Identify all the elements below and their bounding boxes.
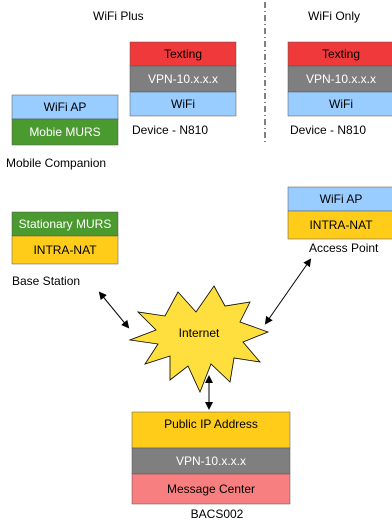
- texting-label-right: Texting: [322, 47, 360, 61]
- nat-label-access: INTRA-NAT: [309, 218, 373, 232]
- link-access-internet: [264, 258, 312, 325]
- mobile-companion: WiFi AP Mobie MURS Mobile Companion: [6, 94, 119, 170]
- starburst-shape: [128, 285, 270, 394]
- wifi-layer-right: [287, 91, 392, 117]
- vpn-label-right: VPN-10.x.x.x: [306, 72, 376, 86]
- server-bacs002: Public IP Address VPN-10.x.x.x Message C…: [131, 411, 291, 521]
- wifi-layer-left: [129, 91, 237, 117]
- wifi-label-right: WiFi: [329, 97, 353, 111]
- message-center-layer: [131, 473, 291, 505]
- base-station-caption: Base Station: [12, 274, 80, 288]
- nat-layer-base: [11, 235, 119, 265]
- texting-layer-right: [287, 41, 392, 67]
- wifi-ap-label-mobile: WiFi AP: [44, 100, 87, 114]
- header-wifi-only: WiFi Only: [308, 9, 360, 23]
- device-caption-left: Device - N810: [132, 123, 208, 137]
- murs-layer-mobile: [11, 118, 119, 146]
- server-caption: BACS002: [191, 507, 244, 521]
- wifi-ap-label-access: WiFi AP: [320, 192, 363, 206]
- vpn-layer-left: [129, 65, 237, 93]
- vpn-label-left: VPN-10.x.x.x: [148, 72, 218, 86]
- message-center-label: Message Center: [167, 482, 255, 496]
- public-ip-label: Public IP Address: [164, 417, 258, 431]
- wifi-ap-layer-mobile: [11, 94, 119, 120]
- mobile-companion-caption: Mobile Companion: [6, 156, 106, 170]
- wifi-ap-layer-access: [287, 186, 392, 212]
- device-n810-right: Texting VPN-10.x.x.x WiFi Device - N810: [287, 41, 392, 137]
- murs-layer-base: [11, 211, 119, 237]
- header-wifi-plus: WiFi Plus: [93, 9, 144, 23]
- link-base-internet: [98, 291, 130, 329]
- access-point-caption: Access Point: [309, 241, 379, 255]
- internet-cloud: Internet: [128, 285, 270, 394]
- nat-layer-access: [287, 210, 392, 240]
- wifi-label-left: WiFi: [171, 97, 195, 111]
- nat-label-base: INTRA-NAT: [33, 243, 97, 257]
- texting-label-left: Texting: [164, 47, 202, 61]
- access-point: WiFi AP INTRA-NAT Access Point: [287, 186, 392, 255]
- public-ip-layer: [131, 411, 291, 449]
- murs-label-base: Stationary MURS: [19, 217, 112, 231]
- device-caption-right: Device - N810: [290, 123, 366, 137]
- base-station: Stationary MURS INTRA-NAT Base Station: [11, 211, 119, 288]
- vpn-layer-right: [287, 65, 392, 93]
- murs-label-mobile: Mobie MURS: [29, 125, 100, 139]
- vpn-layer-server: [131, 447, 291, 475]
- vpn-label-server: VPN-10.x.x.x: [176, 454, 246, 468]
- device-n810-left: Texting VPN-10.x.x.x WiFi Device - N810: [129, 41, 237, 137]
- internet-label: Internet: [179, 326, 220, 340]
